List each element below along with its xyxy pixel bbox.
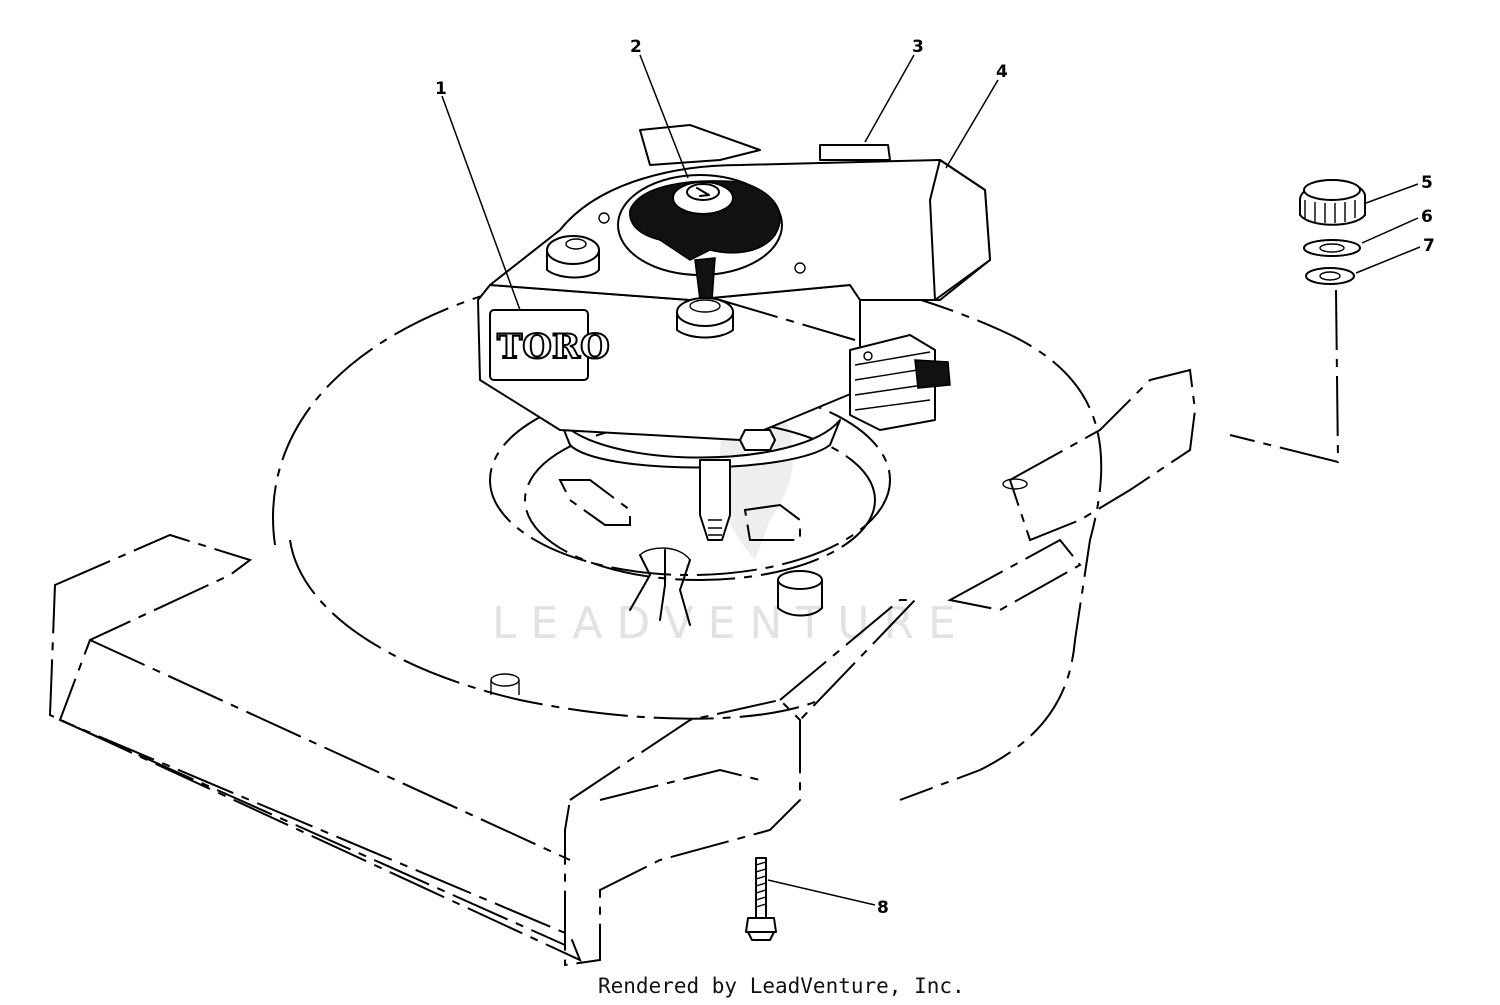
bumper-lower-edge (59, 719, 566, 946)
leader-4 (945, 79, 999, 169)
blade-clip (629, 549, 691, 626)
deck-post-right (1002, 478, 1028, 490)
deck-inner-curve (289, 539, 821, 720)
leader-2 (639, 54, 689, 179)
blade-clip-top (639, 547, 691, 561)
fuel-tank-neck (676, 311, 734, 339)
engine-mount-nut (739, 429, 776, 451)
crankshaft-thread (708, 519, 722, 536)
bolt-flange (747, 931, 775, 941)
watermark-text: LEADVENTURE (492, 598, 970, 649)
callout-7: 7 (1423, 236, 1435, 256)
loose-parts (745, 179, 1366, 941)
engine-assembly: TORO (477, 124, 991, 541)
engine-shroud-side (929, 159, 991, 301)
front-screw (598, 212, 610, 224)
fuel-cap-tab (819, 144, 891, 161)
starter-arrow-icon (696, 187, 710, 197)
flat-washer-hole (1319, 271, 1341, 281)
bolt-head (745, 917, 777, 933)
recoil-starter-grip (629, 180, 781, 261)
front-bumper (48, 533, 582, 962)
lock-washer-item-6 (1303, 239, 1361, 257)
adapter-tab-left (558, 479, 631, 526)
side-screw (863, 351, 873, 361)
leader-6 (1361, 217, 1419, 244)
oil-fill-cap (546, 235, 600, 265)
toro-logo-plate (489, 309, 589, 381)
fuel-cap-guide-line (719, 299, 856, 341)
assembly-guide-line (1229, 289, 1340, 464)
deck-post-left-sides (490, 680, 520, 695)
bolt-item-8 (755, 857, 767, 919)
callout-2: 2 (630, 37, 642, 57)
engine-rear-bracket (639, 124, 761, 166)
callout-4: 4 (996, 62, 1008, 82)
knob-ribs (1304, 200, 1356, 223)
bolt-thread (755, 861, 767, 908)
knob-top (1303, 179, 1361, 201)
leader-3 (864, 54, 915, 143)
callout-3: 3 (912, 37, 924, 57)
rubber-mount (777, 570, 823, 590)
callout-6: 6 (1421, 207, 1433, 227)
callout-1: 1 (435, 79, 447, 99)
flat-washer-item-7 (1305, 267, 1355, 285)
oil-fill-cap-top (565, 238, 587, 250)
top-screw (794, 262, 806, 274)
leader-5 (1365, 183, 1419, 204)
oil-fill-body (546, 249, 600, 279)
toro-logo-text: TORO (497, 327, 610, 367)
callouts: 1 2 3 4 5 6 7 8 (435, 37, 1435, 918)
adapter-tab-right (743, 503, 801, 541)
left-handle-bracket (564, 698, 801, 967)
left-bracket-edge (599, 768, 761, 801)
engine-base-flange (559, 419, 841, 469)
leader-1 (441, 95, 521, 311)
leader-8 (767, 879, 876, 906)
footer-credit: Rendered by LeadVenture, Inc. (598, 974, 965, 998)
rubber-mount-body (777, 579, 823, 617)
deck-post-left (490, 673, 520, 687)
spark-plug-boot (914, 359, 951, 389)
crankshaft (699, 459, 731, 541)
lock-washer-hole (1319, 243, 1345, 253)
fuel-tank-cap-top (689, 299, 721, 313)
leader-7 (1355, 246, 1421, 274)
callout-8: 8 (877, 898, 889, 918)
bumper-inner-edge (89, 639, 571, 861)
right-handle-bracket (1008, 368, 1197, 542)
cylinder-fin-lines (854, 351, 931, 411)
rear-flap (947, 538, 1082, 612)
callout-5: 5 (1421, 173, 1433, 193)
